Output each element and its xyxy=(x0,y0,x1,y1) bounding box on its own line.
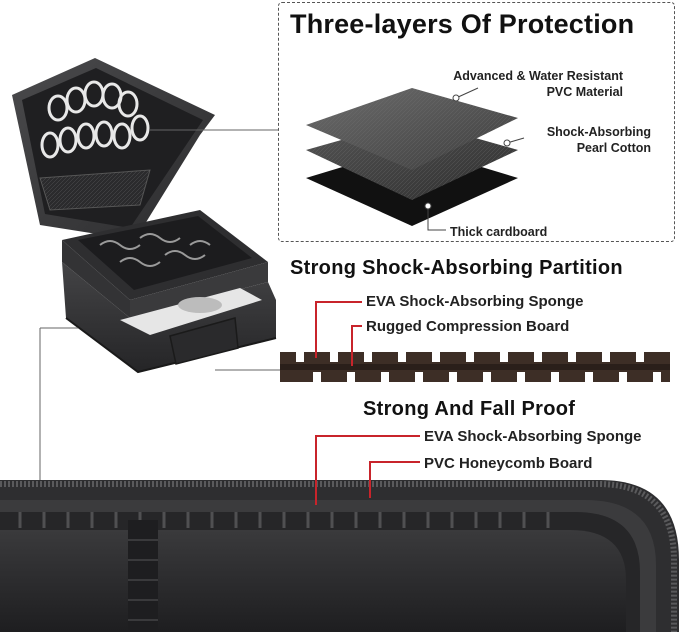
fall-proof-callouts xyxy=(315,435,420,505)
partition-label-board: Rugged Compression Board xyxy=(366,318,570,335)
fall-proof-label-eva: EVA Shock-Absorbing Sponge xyxy=(424,428,642,445)
pointer-dot-pvc xyxy=(452,94,460,102)
protection-panel xyxy=(278,2,675,242)
protection-layers-illustration xyxy=(306,88,518,226)
fall-proof-label-honeycomb: PVC Honeycomb Board xyxy=(424,455,593,472)
fall-proof-title: Strong And Fall Proof xyxy=(363,398,576,420)
pointer-dot-pearl xyxy=(503,139,511,147)
partition-strip xyxy=(280,352,670,382)
tray-cables xyxy=(99,233,211,267)
partition-callouts xyxy=(315,301,362,366)
protection-title: Three-layers Of Protection xyxy=(290,9,635,39)
case-closeup xyxy=(0,480,679,632)
organizer-case-photo xyxy=(12,58,277,374)
partition-label-eva: EVA Shock-Absorbing Sponge xyxy=(366,293,584,310)
layer-label-thick-cardboard: Thick cardboard xyxy=(450,225,548,239)
partition-title: Strong Shock-Absorbing Partition xyxy=(290,257,623,279)
layer-label-pvc: Advanced & Water Resistant PVC Material xyxy=(453,69,623,99)
layer-label-pearl-cotton: Shock-Absorbing Pearl Cotton xyxy=(546,125,651,155)
pointer-dot-cardboard xyxy=(424,202,432,210)
cable-loops xyxy=(40,80,150,159)
case-handle xyxy=(169,317,239,365)
